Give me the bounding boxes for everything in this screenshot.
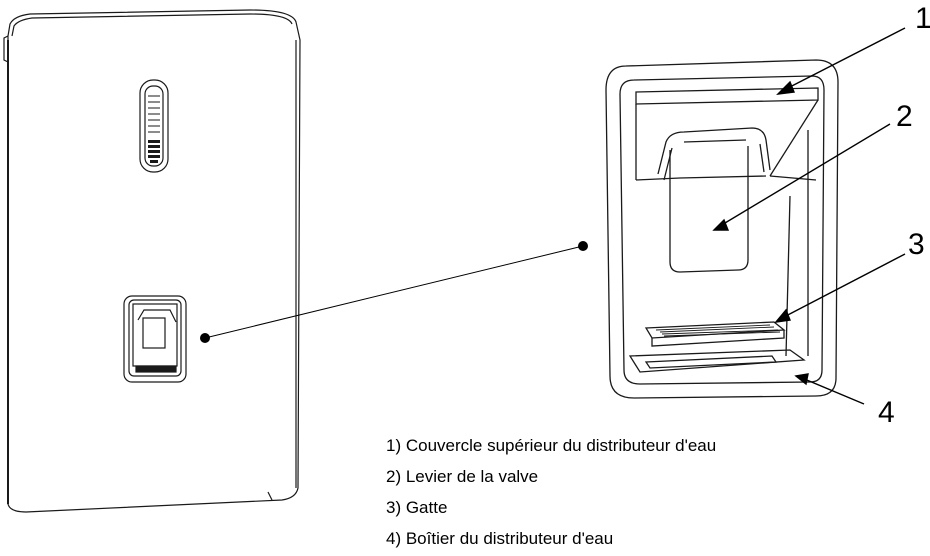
legend-item: 2) Levier de la valve [386, 467, 539, 486]
callout-number: 3 [908, 228, 925, 261]
drip-tray [644, 321, 786, 347]
legend-item: 4) Boîtier du distributeur d'eau [386, 529, 614, 548]
leader-lines [712, 27, 906, 405]
legend: 1) Couvercle supérieur du distributeur d… [386, 430, 716, 554]
connector-line [200, 241, 588, 343]
callout-number: 2 [896, 100, 913, 133]
control-display [139, 79, 169, 173]
legend-item: 1) Couvercle supérieur du distributeur d… [386, 436, 717, 455]
door-dispenser [123, 295, 187, 383]
legend-item: 3) Gatte [386, 498, 448, 517]
callout-number: 1 [915, 2, 930, 35]
valve-lever [657, 127, 771, 273]
callout-number: 4 [878, 396, 895, 429]
fridge-door [3, 9, 301, 513]
